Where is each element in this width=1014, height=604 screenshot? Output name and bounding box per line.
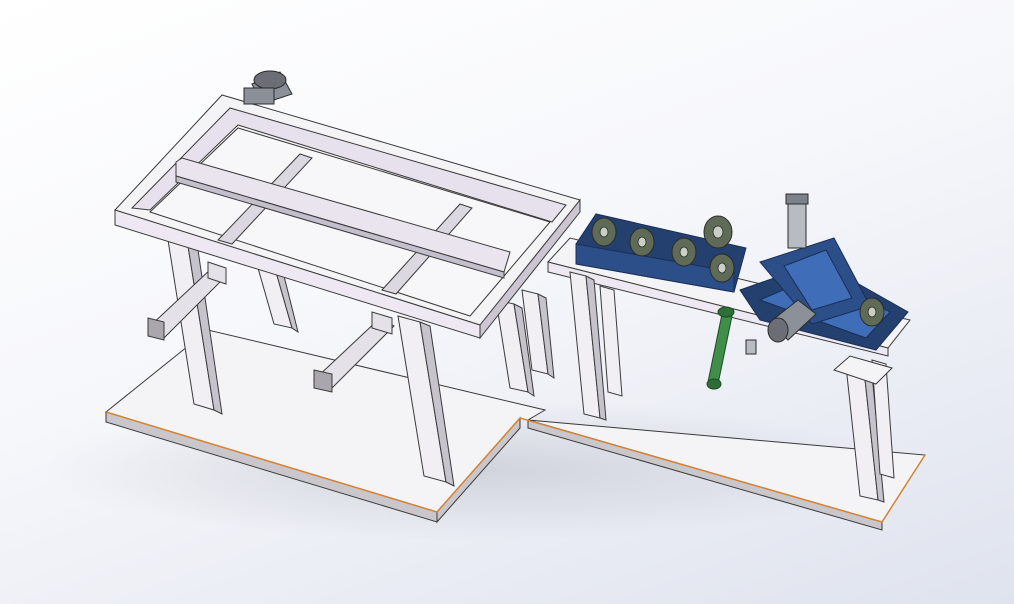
left-table[interactable] <box>114 94 581 340</box>
leg-front-mid <box>397 315 455 487</box>
guide-bar <box>175 157 511 273</box>
roller-icon <box>591 215 885 327</box>
linear-actuator-left[interactable] <box>147 261 227 341</box>
motor-icon[interactable] <box>243 70 293 105</box>
bending-unit[interactable] <box>575 193 909 351</box>
cylinder-icon[interactable] <box>706 306 757 390</box>
servo-motor <box>767 299 817 343</box>
base-plate[interactable] <box>104 329 926 531</box>
linear-actuator-mid[interactable] <box>313 311 395 393</box>
table-rim <box>130 107 567 223</box>
base-plate-outline <box>105 411 926 523</box>
top-cylinder <box>785 193 809 249</box>
table-right-skirt <box>479 198 581 340</box>
leg-back-right <box>521 289 555 380</box>
